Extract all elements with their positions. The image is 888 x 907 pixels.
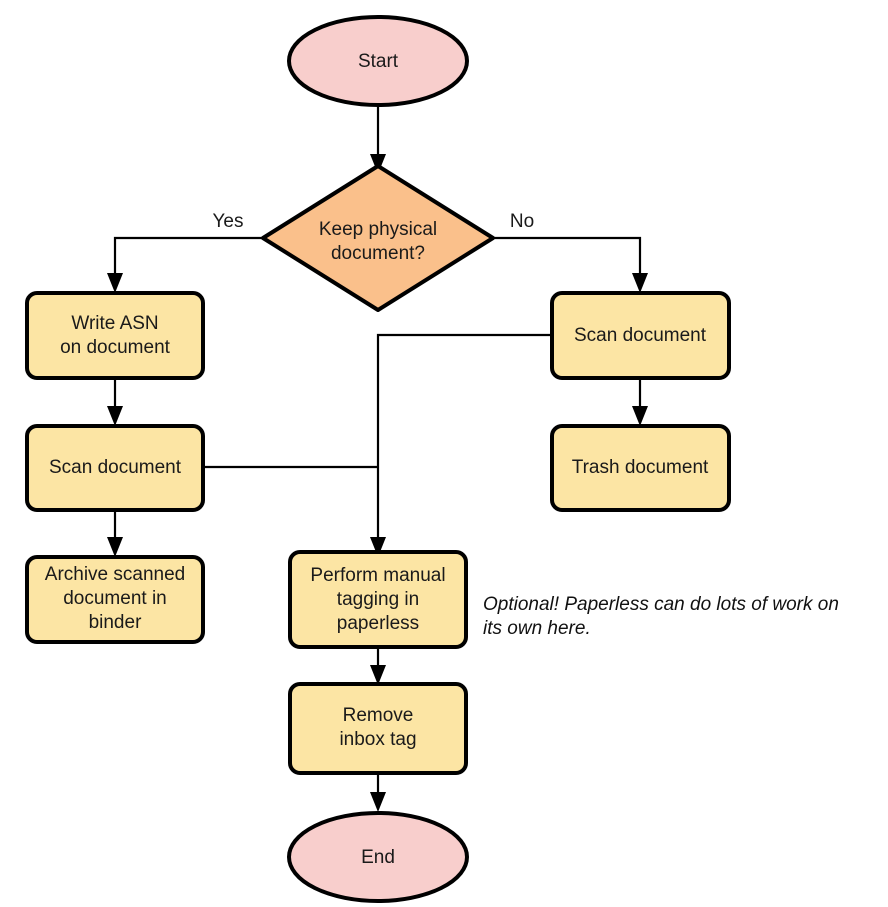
edge-scan-right-to-manual-tagging <box>370 333 552 557</box>
remove-inbox-label-line1: Remove <box>343 705 414 726</box>
archive-label-line1: Archive scanned <box>45 564 185 585</box>
annotation-optional-note: Optional! Paperless can do lots of work … <box>483 594 839 639</box>
scan-document-right-label: Scan document <box>574 325 707 346</box>
node-archive-scanned-document[interactable]: Archive scanned document in binder <box>25 555 205 644</box>
node-decision-keep-physical-document[interactable]: Keep physical document? <box>261 164 495 312</box>
edge-scan-right-to-trash <box>632 378 648 426</box>
end-ellipse[interactable] <box>287 811 469 903</box>
arrowhead-scan-trash <box>632 406 648 426</box>
node-end[interactable]: End <box>287 811 469 903</box>
node-perform-manual-tagging[interactable]: Perform manual tagging in paperless <box>288 550 468 649</box>
node-trash-document[interactable]: Trash document <box>550 424 731 512</box>
write-asn-label-line1: Write ASN <box>71 313 158 334</box>
scan-document-left-box[interactable] <box>25 424 205 512</box>
optional-note-line2: its own here. <box>483 618 591 639</box>
node-scan-document-left[interactable]: Scan document <box>25 424 205 512</box>
scan-document-right-box[interactable] <box>550 291 731 380</box>
edge-label-yes: Yes <box>213 211 244 232</box>
arrowhead-yes <box>107 273 123 293</box>
decision-diamond[interactable] <box>261 164 495 312</box>
node-remove-inbox-tag[interactable]: Remove inbox tag <box>288 682 468 775</box>
write-asn-label-line2: on document <box>60 337 171 358</box>
optional-note-line1: Optional! Paperless can do lots of work … <box>483 594 839 615</box>
start-label: Start <box>358 51 399 72</box>
start-ellipse[interactable] <box>287 15 469 107</box>
edge-line-no <box>492 236 642 282</box>
edge-scan-left-to-archive <box>107 510 123 557</box>
archive-label-line2: document in <box>63 588 167 609</box>
archive-label-line3: binder <box>89 612 142 633</box>
edge-manual-tagging-to-remove-inbox <box>370 647 386 685</box>
manual-tagging-label-line3: paperless <box>337 613 419 634</box>
edge-label-no: No <box>510 211 534 232</box>
write-asn-box[interactable] <box>25 291 205 380</box>
decision-label-line1: Keep physical <box>319 219 437 240</box>
edge-start-to-decision <box>370 104 386 174</box>
decision-label-line2: document? <box>331 243 425 264</box>
node-scan-document-right[interactable]: Scan document <box>550 291 731 380</box>
arrowhead-asn-scan <box>107 406 123 426</box>
manual-tagging-label-line2: tagging in <box>337 589 419 610</box>
edge-remove-inbox-to-end <box>370 773 386 812</box>
remove-inbox-label-line2: inbox tag <box>339 729 416 750</box>
arrowhead-start-decision <box>370 154 386 174</box>
archive-box[interactable] <box>25 555 205 644</box>
scan-document-left-label: Scan document <box>49 457 182 478</box>
edge-decision-yes-to-write-asn <box>107 236 264 293</box>
edge-decision-no-to-scan-right <box>492 236 648 293</box>
manual-tagging-label-line1: Perform manual <box>310 565 445 586</box>
node-start[interactable]: Start <box>287 15 469 107</box>
trash-document-label: Trash document <box>572 457 709 478</box>
manual-tagging-box[interactable] <box>288 550 468 649</box>
edge-line-yes <box>113 236 264 282</box>
edge-write-asn-to-scan-left <box>107 378 123 426</box>
arrowhead-merge-tagging <box>370 537 386 557</box>
edge-line-scanright-merge <box>376 333 552 546</box>
end-label: End <box>361 847 395 868</box>
arrowhead-remove-end <box>370 792 386 812</box>
node-write-asn-on-document[interactable]: Write ASN on document <box>25 291 205 380</box>
remove-inbox-box[interactable] <box>288 682 468 775</box>
arrowhead-scan-archive <box>107 537 123 557</box>
arrowhead-no <box>632 273 648 293</box>
arrowhead-tagging-remove <box>370 665 386 685</box>
trash-document-box[interactable] <box>550 424 731 512</box>
